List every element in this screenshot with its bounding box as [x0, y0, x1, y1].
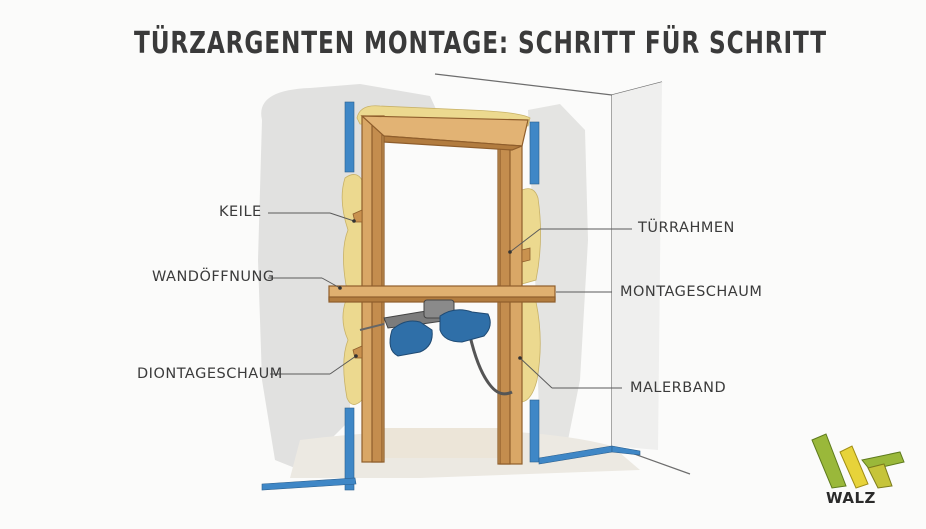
floor-opening: [383, 428, 498, 458]
leader-dots: [338, 219, 522, 360]
gloves: [389, 309, 491, 357]
foam-left: [341, 174, 363, 405]
label-tuerrahmen: TÜRRAHMEN: [638, 220, 735, 236]
page-title: TÜRZARGENTEN MONTAGE: SCHRITT FÜR SCHRIT…: [134, 26, 827, 61]
leader-lines: [268, 212, 632, 389]
label-wandoeffnung: WANDÖFFNUNG: [152, 269, 275, 285]
wedges: [352, 209, 531, 359]
walz-logo-text: WALZ: [826, 489, 876, 507]
walz-logo-mark: [811, 433, 905, 489]
label-keile: KEILE: [219, 204, 262, 220]
label-diontageschaum: DIONTAGESCHAUM: [137, 366, 283, 382]
label-malerband: MALERBAND: [630, 380, 727, 396]
painter-tape: [261, 101, 641, 491]
label-montageschaum: MONTAGESCHAUM: [620, 284, 763, 300]
